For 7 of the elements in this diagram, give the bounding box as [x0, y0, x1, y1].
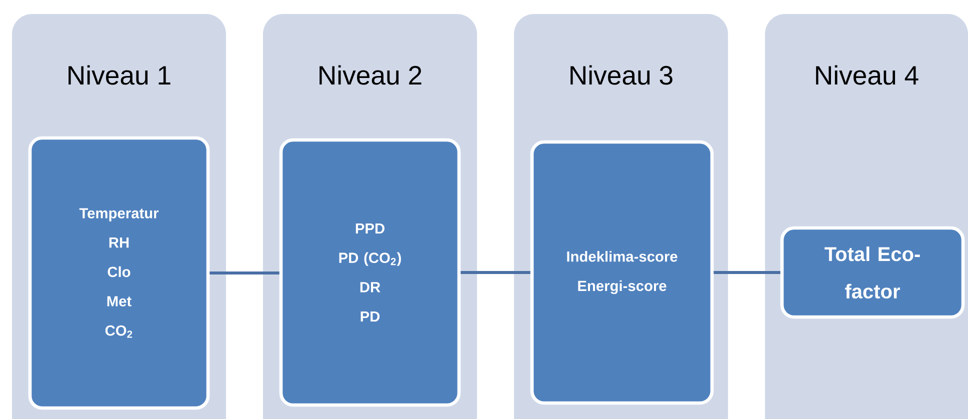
- process-box: Indeklima-score Energi-score: [530, 140, 714, 405]
- process-box: Total Eco-factor: [780, 226, 965, 319]
- process-box: PPD PD (CO$_{2}$) DR PD: [279, 138, 461, 407]
- connector-line: [714, 271, 780, 274]
- connector-line: [460, 271, 530, 274]
- process-box: Temperatur RH Clo Met CO$_{2}$: [28, 136, 210, 410]
- connector-line: [210, 272, 280, 274]
